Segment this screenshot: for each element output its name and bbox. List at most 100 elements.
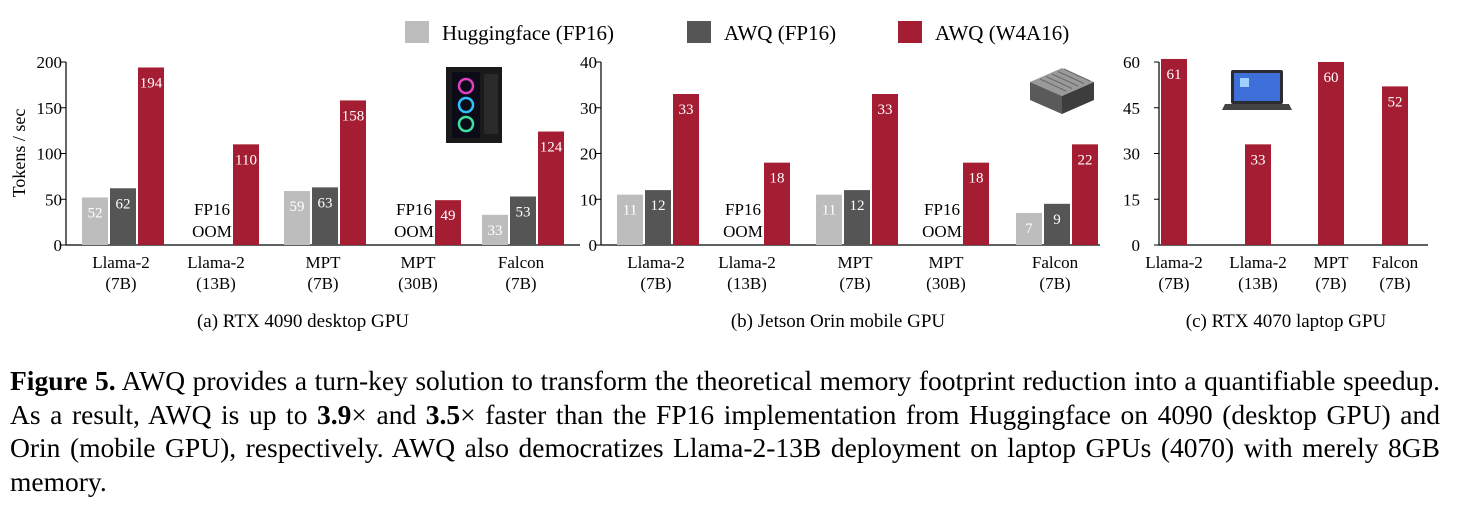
bar-value-label: 7 [1025,221,1033,237]
bar-value-label: 52 [1388,94,1403,110]
legend-item: AWQ (FP16) [687,21,836,45]
bar [435,200,461,245]
bar-value-label: 33 [488,223,503,239]
figure-5-chart: Huggingface (FP16) AWQ (FP16) AWQ (W4A16) 0… [9,21,1428,332]
oom-annotation: OOM [723,222,763,241]
y-tick-label: 20 [580,145,597,164]
bar-value-label: 124 [540,140,563,156]
x-tick-label: Falcon [1032,253,1079,272]
x-tick-label: (30B) [926,274,966,293]
bar [645,190,671,245]
bar [617,194,643,245]
caption-speedup-4090: 3.9 [317,398,352,430]
x-tick-label: Falcon [498,253,545,272]
x-tick-label: (7B) [307,274,338,293]
bar [1044,203,1070,245]
bar-value-label: 11 [623,203,637,219]
bar [138,67,164,246]
bar [764,162,790,245]
bar [816,194,842,245]
bar-value-label: 52 [88,205,103,221]
bar [510,196,536,245]
bar-value-label: 9 [1053,212,1061,228]
bar-value-label: 49 [441,208,456,224]
y-tick-label: 0 [1132,236,1141,255]
bar-value-label: 158 [342,108,365,124]
oom-annotation: OOM [922,222,962,241]
y-tick-label: 30 [1123,145,1140,164]
x-tick-label: Llama-2 [1145,253,1203,272]
bar [233,144,259,245]
x-tick-label: Falcon [1372,253,1419,272]
caption-text-3: × faster than the FP16 implementation fr… [10,398,1440,497]
bar-value-label: 18 [770,171,785,187]
y-tick-label: 200 [37,53,63,72]
panel-title: (a) RTX 4090 desktop GPU [197,311,409,332]
x-tick-label: (7B) [1158,274,1189,293]
x-tick-label: (7B) [1039,274,1070,293]
x-tick-label: MPT [401,253,437,272]
bar-value-label: 12 [850,198,865,214]
bar [312,187,338,245]
bar-value-label: 194 [140,75,163,91]
chart-panel: 01530456061Llama-2(7B)33Llama-2(13B)60MP… [1123,53,1428,332]
y-tick-label: 45 [1123,99,1140,118]
bar [1245,144,1271,245]
x-tick-label: (7B) [105,274,136,293]
bar [284,191,310,245]
bar [538,131,564,245]
x-tick-label: Llama-2 [187,253,245,272]
bar [1016,212,1042,245]
x-tick-label: (7B) [1315,274,1346,293]
y-tick-label: 50 [45,190,62,209]
bar-value-label: 33 [1251,152,1266,168]
x-tick-label: MPT [838,253,874,272]
oom-annotation: OOM [192,222,232,241]
x-tick-label: (13B) [1238,274,1278,293]
x-tick-label: Llama-2 [627,253,685,272]
x-tick-label: (13B) [196,274,236,293]
bar-value-label: 62 [116,196,131,212]
y-tick-label: 0 [54,236,63,255]
y-tick-label: 100 [37,145,63,164]
x-tick-label: (7B) [640,274,671,293]
legend-item: Huggingface (FP16) [405,21,614,45]
bar-value-label: 63 [318,195,333,211]
x-tick-label: Llama-2 [718,253,776,272]
caption-text-1: AWQ provides a turn-key solution to tran… [10,365,1440,430]
bar-value-label: 33 [679,102,694,118]
y-tick-label: 40 [580,53,597,72]
desktop-pc-icon [446,67,502,143]
y-tick-label: 150 [37,99,63,118]
y-tick-label: 30 [580,99,597,118]
legend-label: AWQ (W4A16) [935,21,1069,45]
y-tick-label: 60 [1123,53,1140,72]
y-axis-label: Tokens / sec [9,109,29,198]
x-tick-label: (13B) [727,274,767,293]
y-tick-label: 0 [589,236,598,255]
oom-annotation: FP16 [725,200,761,219]
oom-annotation: FP16 [396,200,432,219]
bar [1382,86,1408,246]
x-tick-label: (30B) [398,274,438,293]
x-tick-label: MPT [929,253,965,272]
legend-item: AWQ (W4A16) [898,21,1069,45]
legend-swatch [898,21,922,43]
panel-title: (b) Jetson Orin mobile GPU [731,311,946,332]
legend-label: AWQ (FP16) [724,21,836,45]
x-tick-label: (7B) [1379,274,1410,293]
caption-speedup-orin: 3.5 [425,398,461,430]
oom-annotation: FP16 [924,200,960,219]
caption-text-2: × and [351,398,426,430]
bar [110,188,136,245]
x-tick-label: (7B) [505,274,536,293]
bar [1072,144,1098,245]
bar-value-label: 18 [969,171,984,187]
x-tick-label: Llama-2 [92,253,150,272]
bar-value-label: 110 [235,152,257,168]
bar-value-label: 12 [651,198,666,214]
jetson-module-icon [1030,68,1094,114]
bar [1318,62,1344,245]
x-tick-label: (7B) [839,274,870,293]
